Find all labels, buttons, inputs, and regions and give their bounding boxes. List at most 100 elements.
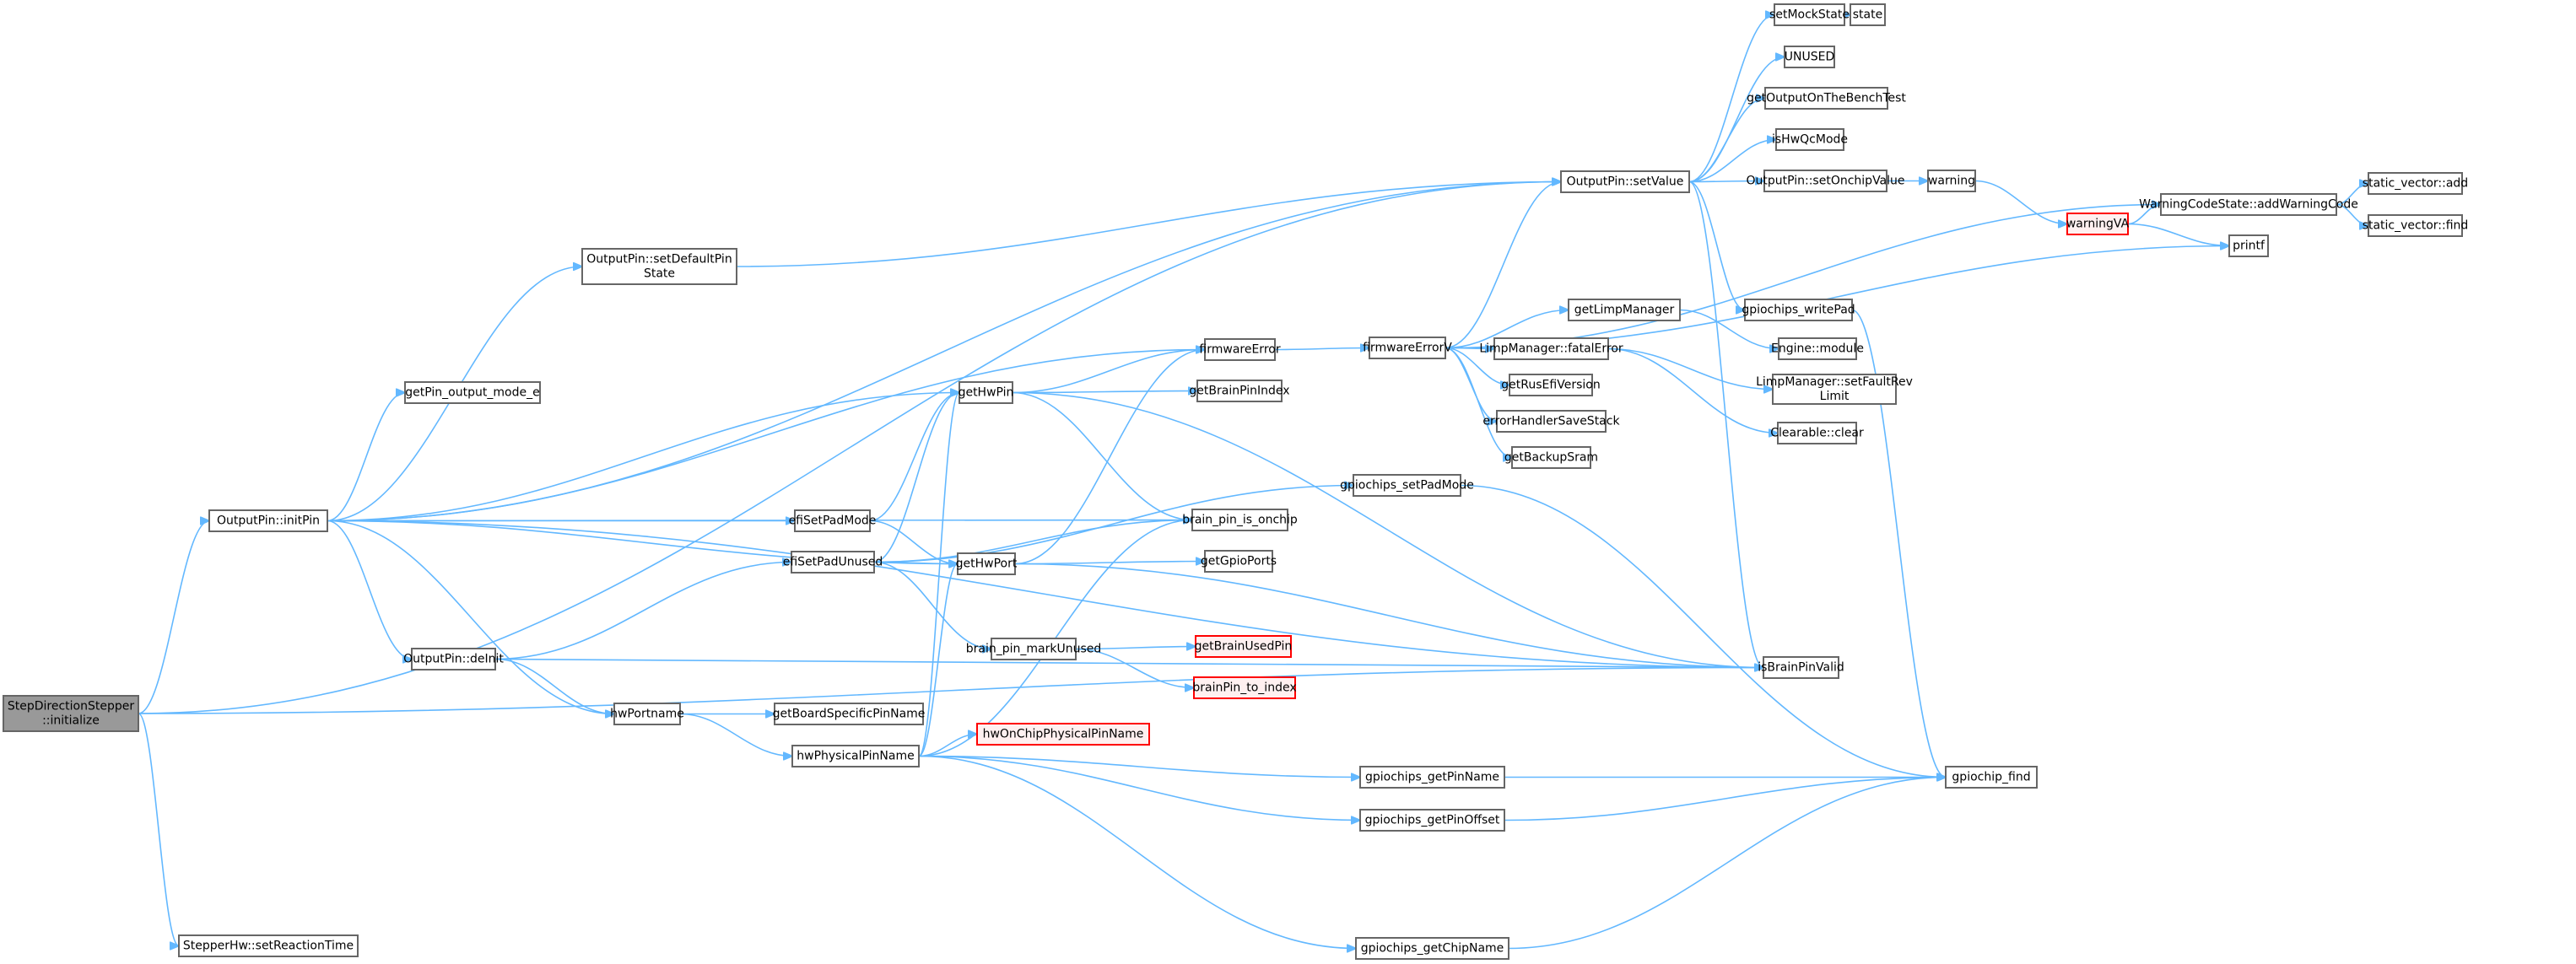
node-box bbox=[2368, 214, 2463, 237]
node-is-hw-qc-mode[interactable]: isHwQcMode bbox=[1772, 128, 1848, 151]
node-de-init[interactable]: OutputPin::deInit bbox=[403, 648, 504, 670]
node-gpiochips-get-pin-name[interactable]: gpiochips_getPinName bbox=[1359, 766, 1505, 789]
edge-firmware-error-v-to-get-backup-sram bbox=[1445, 347, 1512, 458]
node-efi-set-pad-unused[interactable]: efiSetPadUnused bbox=[783, 551, 883, 574]
node-static-vector-find[interactable]: static_vector::find bbox=[2363, 214, 2469, 237]
node-box bbox=[2228, 234, 2269, 257]
edge-set-value-to-is-hw-qc-mode bbox=[1688, 140, 1776, 183]
node-engine-module[interactable]: Engine::module bbox=[1771, 337, 1864, 360]
node-brain-pin-is-onchip[interactable]: brain_pin_is_onchip bbox=[1182, 509, 1298, 531]
node-box bbox=[791, 551, 875, 574]
edge-firmware-error-v-to-printf bbox=[1445, 246, 2229, 349]
node-warning[interactable]: warning bbox=[1927, 170, 1976, 192]
node-get-backup-sram[interactable]: getBackupSram bbox=[1504, 446, 1598, 469]
edge-efi-set-pad-unused-to-brain-pin-is-onchip bbox=[873, 520, 1192, 563]
edge-firmware-error-v-to-get-limp-manager bbox=[1445, 310, 1569, 349]
edge-add-warning-code-to-static-vector-add bbox=[2336, 184, 2368, 206]
node-printf[interactable]: printf bbox=[2228, 234, 2269, 257]
node-set-mock-state[interactable]: setMockState bbox=[1769, 3, 1850, 26]
edge-hw-physical-pin-name-to-gpiochips-get-pin-offset bbox=[918, 755, 1360, 821]
node-error-handler-save-stack[interactable]: errorHandlerSaveStack bbox=[1482, 410, 1620, 433]
node-label: getBoardSpecificPinName bbox=[773, 708, 926, 721]
node-box bbox=[3, 695, 139, 732]
node-label: getRusEfiVersion bbox=[1501, 379, 1600, 392]
edge-gpiochips-write-pad-to-gpiochip-find bbox=[1851, 309, 1946, 778]
edge-hw-physical-pin-name-to-gpiochips-get-pin-name bbox=[918, 755, 1360, 778]
edge-de-init-to-hw-portname bbox=[494, 658, 614, 714]
node-label: WarningCodeState::addWarningCode bbox=[2139, 198, 2358, 212]
edge-add-warning-code-to-static-vector-find bbox=[2336, 203, 2368, 226]
node-get-pin-output-mode[interactable]: getPin_output_mode_e bbox=[404, 381, 541, 404]
node-state[interactable]: state bbox=[1850, 3, 1886, 26]
node-label: isHwQcMode bbox=[1772, 133, 1848, 147]
node-set-reaction-time[interactable]: StepperHw::setReactionTime bbox=[178, 934, 359, 957]
node-label: UNUSED bbox=[1785, 51, 1834, 64]
node-set-onchip-value[interactable]: OutputPin::setOnchipValue bbox=[1746, 170, 1905, 192]
node-get-limp-manager[interactable]: getLimpManager bbox=[1568, 299, 1681, 321]
node-brain-pin-to-index[interactable]: brainPin_to_index bbox=[1192, 676, 1297, 699]
node-gpiochips-write-pad[interactable]: gpiochips_writePad bbox=[1742, 299, 1855, 321]
node-firmware-error[interactable]: firmwareError bbox=[1199, 338, 1281, 361]
node-firmware-error-v[interactable]: firmwareErrorV bbox=[1363, 337, 1452, 359]
edge-root-to-is-brain-pin-valid bbox=[138, 668, 1763, 714]
node-label: gpiochip_find bbox=[1952, 771, 2030, 784]
node-unused[interactable]: UNUSED bbox=[1784, 46, 1835, 68]
node-box bbox=[1196, 380, 1283, 402]
node-box bbox=[957, 552, 1016, 575]
node-static-vector-add[interactable]: static_vector::add bbox=[2363, 172, 2468, 195]
node-hw-on-chip-physical-pin-name[interactable]: hwOnChipPhysicalPinName bbox=[976, 723, 1150, 746]
node-box bbox=[404, 381, 541, 404]
edge-set-value-to-get-output-on-the-bench-test bbox=[1688, 99, 1765, 183]
node-fatal-error[interactable]: LimpManager::fatalError bbox=[1479, 337, 1623, 360]
node-gpiochip-find[interactable]: gpiochip_find bbox=[1945, 766, 2038, 789]
edge-init-pin-to-get-pin-output-mode bbox=[327, 393, 405, 522]
node-hw-physical-pin-name[interactable]: hwPhysicalPinName bbox=[791, 745, 920, 767]
edge-set-value-to-gpiochips-write-pad bbox=[1688, 180, 1745, 310]
node-label: hwPhysicalPinName bbox=[797, 750, 914, 763]
node-box bbox=[1777, 422, 1857, 444]
node-get-gpio-ports[interactable]: getGpioPorts bbox=[1201, 550, 1277, 573]
edge-firmware-error-v-to-error-handler-save-stack bbox=[1445, 347, 1497, 422]
node-gpiochips-get-chip-name[interactable]: gpiochips_getChipName bbox=[1355, 937, 1509, 960]
node-hw-portname[interactable]: hwPortname bbox=[610, 703, 684, 725]
node-box bbox=[1509, 374, 1593, 396]
node-box bbox=[208, 509, 328, 532]
node-label: static_vector::add bbox=[2363, 177, 2468, 191]
node-get-rus-efi-version[interactable]: getRusEfiVersion bbox=[1501, 374, 1601, 396]
node-set-value[interactable]: OutputPin::setValue bbox=[1560, 170, 1690, 193]
edges-layer bbox=[138, 15, 2368, 949]
node-clearable-clear[interactable]: Clearable::clear bbox=[1770, 422, 1864, 444]
node-gpiochips-get-pin-offset[interactable]: gpiochips_getPinOffset bbox=[1359, 809, 1505, 832]
node-label: Clearable::clear bbox=[1770, 427, 1864, 440]
node-warning-va[interactable]: warningVA bbox=[2066, 213, 2130, 235]
edge-firmware-error-v-to-set-value bbox=[1445, 182, 1561, 349]
node-get-output-on-the-bench-test[interactable]: getOutputOnTheBenchTest bbox=[1747, 87, 1906, 110]
node-label: LimpManager::fatalError bbox=[1479, 342, 1623, 356]
node-get-hw-port[interactable]: getHwPort bbox=[956, 552, 1018, 575]
node-add-warning-code[interactable]: WarningCodeState::addWarningCode bbox=[2139, 193, 2358, 216]
node-init-pin[interactable]: OutputPin::initPin bbox=[208, 509, 328, 532]
node-label: printf bbox=[2233, 240, 2265, 253]
node-brain-pin-mark-unused[interactable]: brain_pin_markUnused bbox=[966, 638, 1102, 660]
node-root[interactable]: StepDirectionStepper::initialize bbox=[3, 695, 139, 732]
node-label: getBrainUsedPin bbox=[1195, 640, 1293, 654]
node-box bbox=[1359, 809, 1505, 832]
edge-de-init-to-is-brain-pin-valid bbox=[494, 658, 1763, 668]
node-get-hw-pin[interactable]: getHwPin bbox=[959, 381, 1014, 404]
node-label: Limit bbox=[1820, 390, 1850, 403]
node-get-brain-used-pin[interactable]: getBrainUsedPin bbox=[1195, 635, 1293, 658]
node-label: efiSetPadUnused bbox=[783, 556, 883, 569]
node-box bbox=[794, 509, 871, 532]
node-box bbox=[1763, 170, 1887, 192]
edge-gpiochips-get-pin-offset-to-gpiochip-find bbox=[1504, 778, 1946, 821]
node-efi-set-pad-mode[interactable]: efiSetPadMode bbox=[789, 509, 877, 532]
edge-get-hw-port-to-get-gpio-ports bbox=[1014, 562, 1205, 564]
node-get-board-specific-pin-name[interactable]: getBoardSpecificPinName bbox=[773, 703, 926, 725]
node-label: gpiochips_getPinOffset bbox=[1365, 814, 1500, 827]
node-box bbox=[1359, 766, 1505, 789]
node-is-brain-pin-valid[interactable]: isBrainPinValid bbox=[1758, 656, 1844, 679]
node-get-brain-pin-index[interactable]: getBrainPinIndex bbox=[1189, 380, 1290, 402]
node-gpiochips-set-pad-mode[interactable]: gpiochips_setPadMode bbox=[1340, 474, 1474, 497]
